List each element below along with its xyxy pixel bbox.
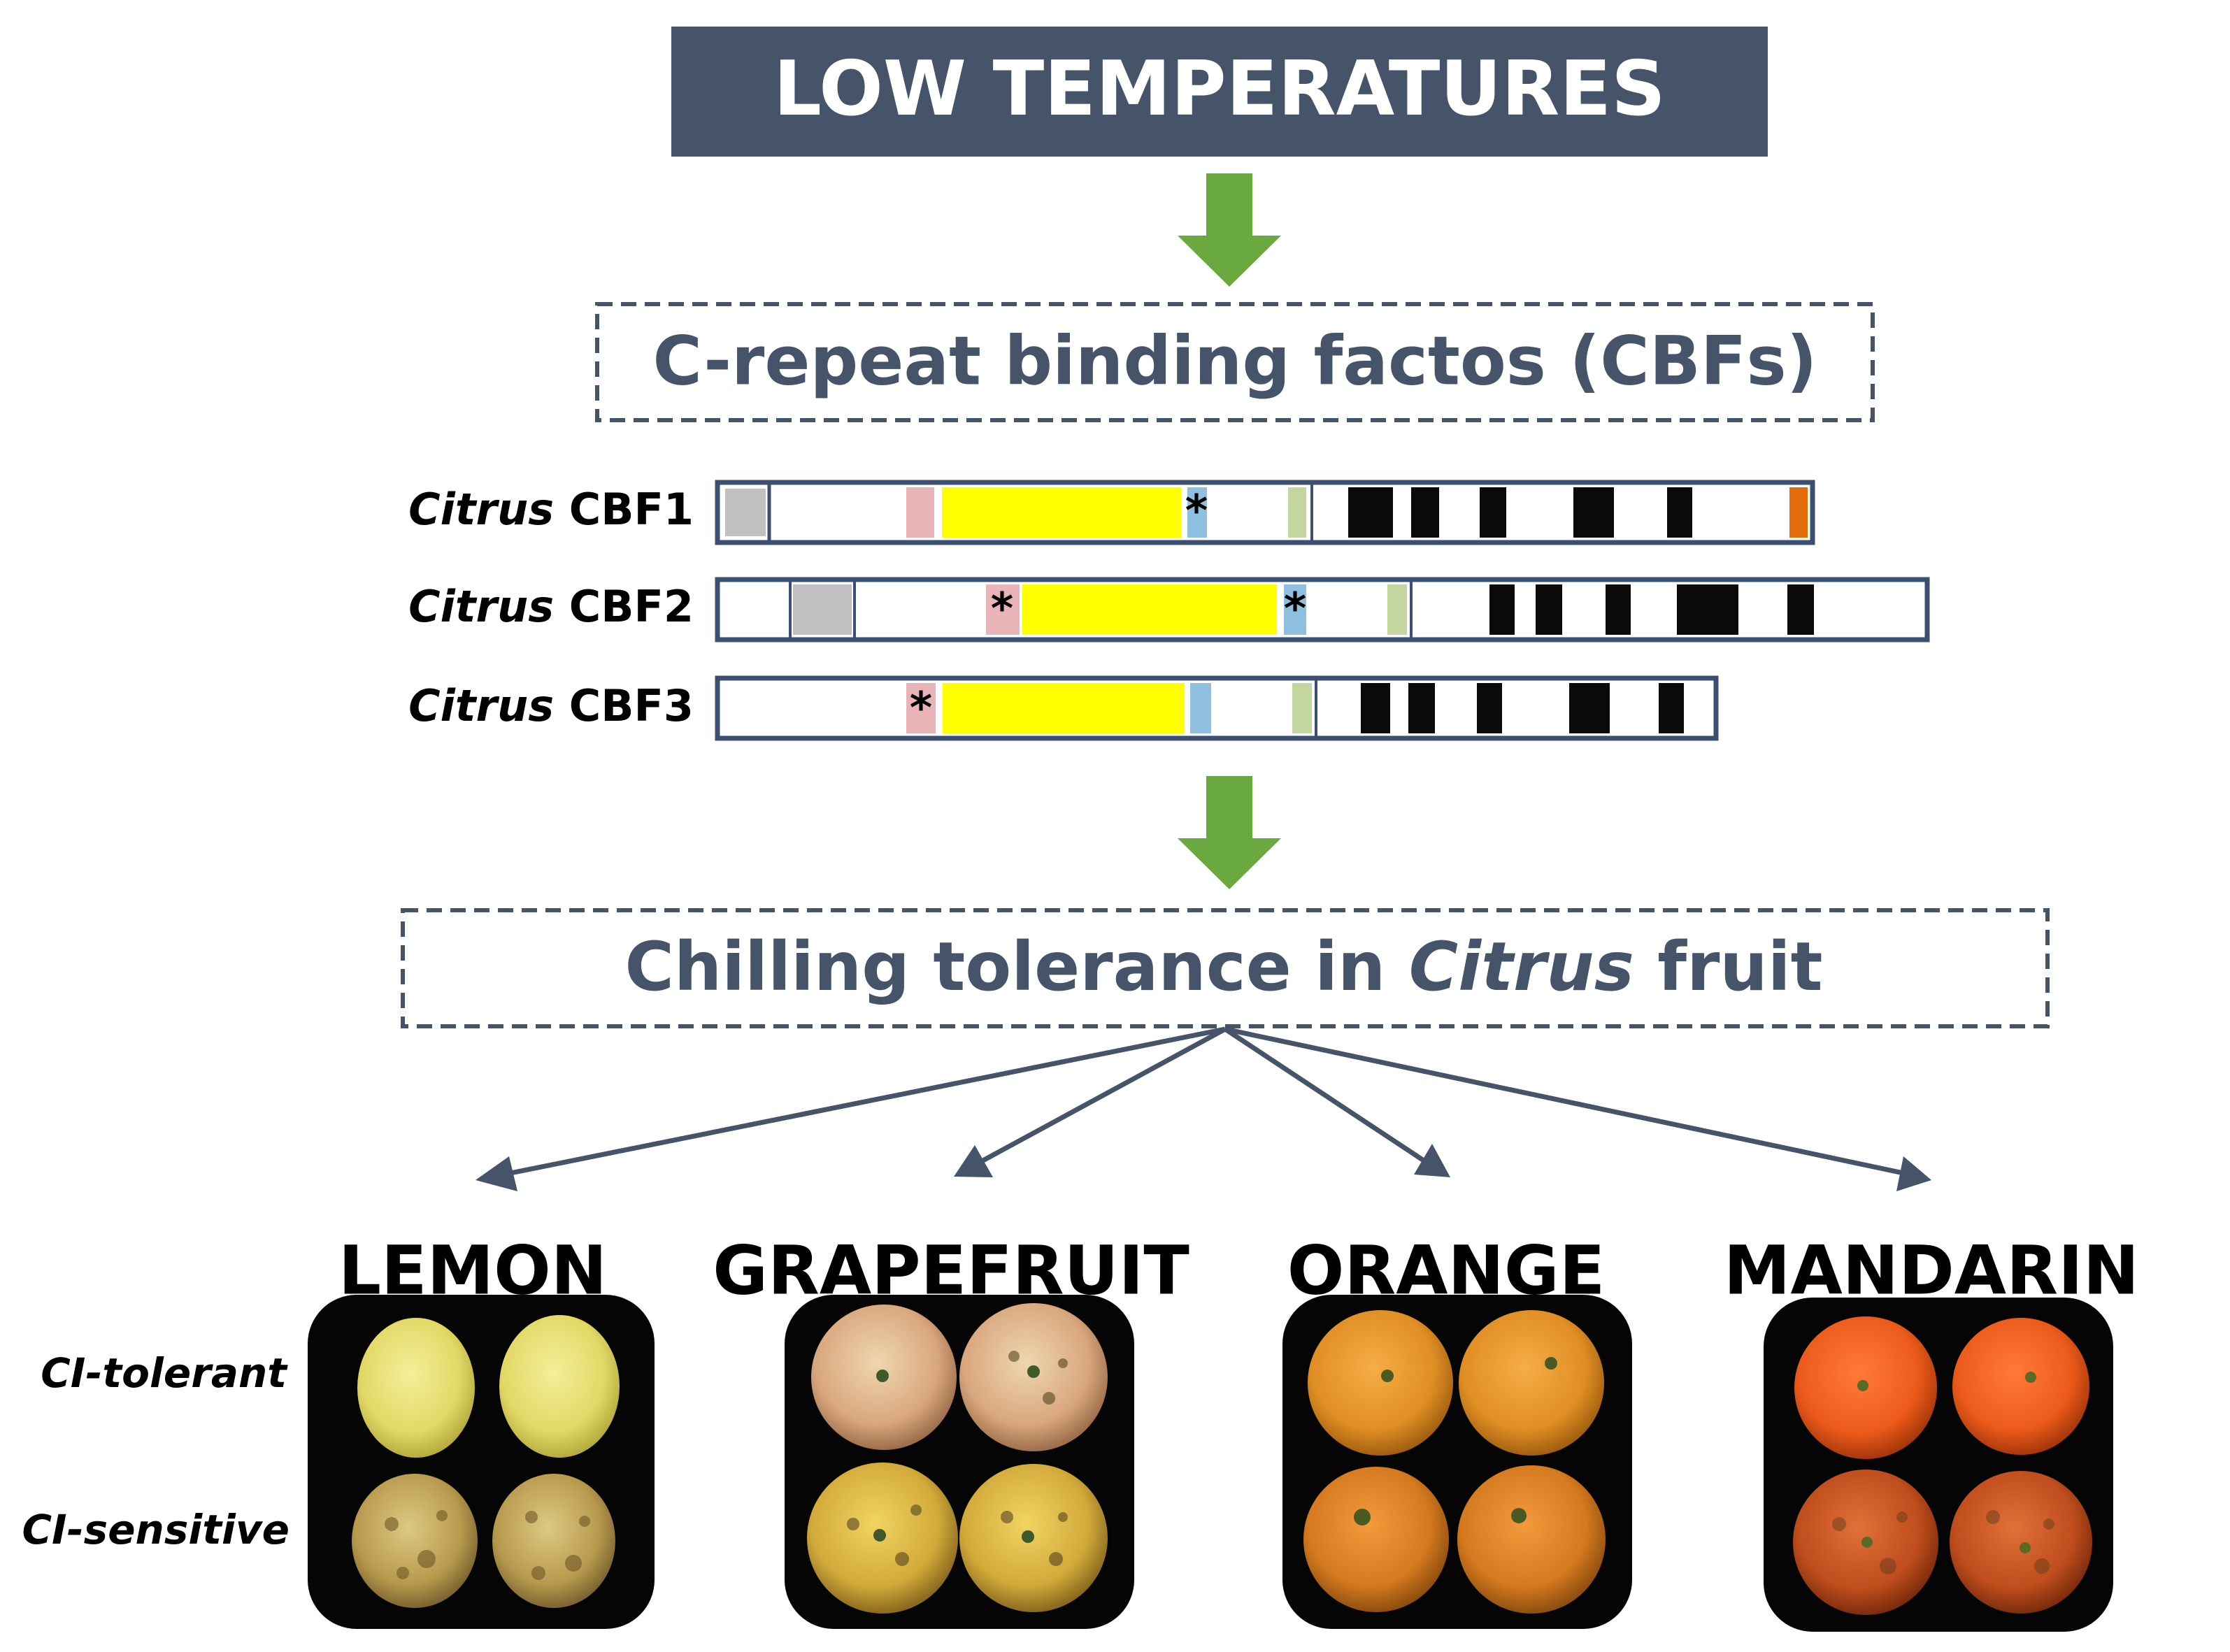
branch-arrow-mandarin xyxy=(1224,1026,1904,1176)
tolerance-box xyxy=(401,908,2050,1028)
gene-bar-cbf3: * xyxy=(715,675,1719,741)
fruit-title-mandarin: MANDARIN xyxy=(1724,1231,2139,1309)
lemon-sensitive-2 xyxy=(492,1474,615,1608)
gene-name: CBF1 xyxy=(554,484,694,535)
branch-arrows xyxy=(476,1026,1931,1191)
segment-green xyxy=(1288,487,1306,538)
asterisk-marker: * xyxy=(910,682,932,733)
segment-green xyxy=(1387,584,1407,635)
down-arrow-1 xyxy=(1178,173,1281,287)
segment-pink xyxy=(906,487,934,538)
segment-black xyxy=(1573,487,1614,538)
branch-arrow-lemon xyxy=(503,1026,1226,1177)
segment-blue xyxy=(1284,584,1306,635)
segment-black xyxy=(1361,683,1390,733)
gene-name: CBF2 xyxy=(554,581,694,632)
orange-sensitive-2 xyxy=(1457,1465,1606,1614)
segment-black xyxy=(1787,584,1814,635)
gene-bar-cbf2: * * xyxy=(715,577,1930,642)
segment-yellow xyxy=(942,487,1181,538)
segment-yellow xyxy=(1022,584,1277,635)
segment-green xyxy=(1292,683,1312,733)
orange-tolerant-2 xyxy=(1459,1310,1604,1456)
branch-arrow-grapefruit xyxy=(979,1026,1227,1165)
segment-pink xyxy=(986,584,1020,635)
fruit-photo-orange xyxy=(1282,1295,1632,1629)
lemon-sensitive-1 xyxy=(352,1474,478,1608)
segment-black xyxy=(1667,487,1692,538)
gene-name: CBF3 xyxy=(554,680,694,731)
tolerance-prefix: Chilling tolerance in xyxy=(624,928,1408,1006)
gene-genus: Citrus xyxy=(408,484,554,535)
segment-black xyxy=(1606,584,1631,635)
fruit-photo-lemon xyxy=(308,1295,655,1629)
segment-black xyxy=(1411,487,1439,538)
segment-black xyxy=(1408,683,1435,733)
orange-sensitive-1 xyxy=(1303,1467,1449,1612)
orange-tolerant-1 xyxy=(1308,1310,1453,1456)
tolerance-suffix: fruit xyxy=(1634,928,1823,1006)
cbf-box-text: C-repeat binding factos (CBFs) xyxy=(653,322,1817,400)
segment-gray xyxy=(725,489,766,536)
row-label-sensitive: CI-sensitive xyxy=(22,1506,290,1553)
asterisk-marker: * xyxy=(991,583,1013,634)
gene-label-cbf3: Citrus CBF3 xyxy=(408,680,694,731)
gene-bar-cbf1: * xyxy=(715,480,1815,545)
mandarin-sensitive-2 xyxy=(1950,1471,2092,1614)
segment-black xyxy=(1348,487,1393,538)
gene-genus: Citrus xyxy=(408,581,554,632)
asterisk-marker: * xyxy=(1284,583,1306,634)
asterisk-marker: * xyxy=(1185,485,1208,536)
branch-arrow-orange xyxy=(1224,1027,1425,1163)
segment-black xyxy=(1659,683,1684,733)
lemon-tolerant-1 xyxy=(357,1318,475,1458)
gene-label-cbf2: Citrus CBF2 xyxy=(408,581,694,632)
down-arrow-2 xyxy=(1178,776,1281,889)
tolerance-box-text: Chilling tolerance in Citrus fruit xyxy=(624,928,1822,1006)
segment-gray xyxy=(793,584,852,635)
lemon-tolerant-2 xyxy=(499,1315,620,1458)
segment-black xyxy=(1477,683,1502,733)
row-label-tolerant: CI-tolerant xyxy=(41,1349,288,1397)
segment-pink xyxy=(906,683,936,733)
cbf-box xyxy=(595,302,1875,422)
segment-black xyxy=(1677,584,1738,635)
fruit-photo-mandarin xyxy=(1764,1298,2113,1632)
segment-blue xyxy=(1190,683,1211,733)
header-title: LOW TEMPERATURES xyxy=(773,45,1666,133)
gene-genus: Citrus xyxy=(408,680,554,731)
segment-black xyxy=(1536,584,1562,635)
segment-orange xyxy=(1789,487,1808,538)
fruit-photo-grapefruit xyxy=(785,1295,1134,1629)
gene-label-cbf1: Citrus CBF1 xyxy=(408,484,694,535)
tolerance-italic: Citrus xyxy=(1409,928,1634,1006)
header-banner xyxy=(671,27,1768,157)
segment-black xyxy=(1489,584,1515,635)
segment-blue xyxy=(1187,487,1207,538)
segment-black xyxy=(1569,683,1610,733)
mandarin-tolerant-2 xyxy=(1952,1318,2089,1455)
segment-yellow xyxy=(943,683,1185,733)
segment-black xyxy=(1480,487,1506,538)
